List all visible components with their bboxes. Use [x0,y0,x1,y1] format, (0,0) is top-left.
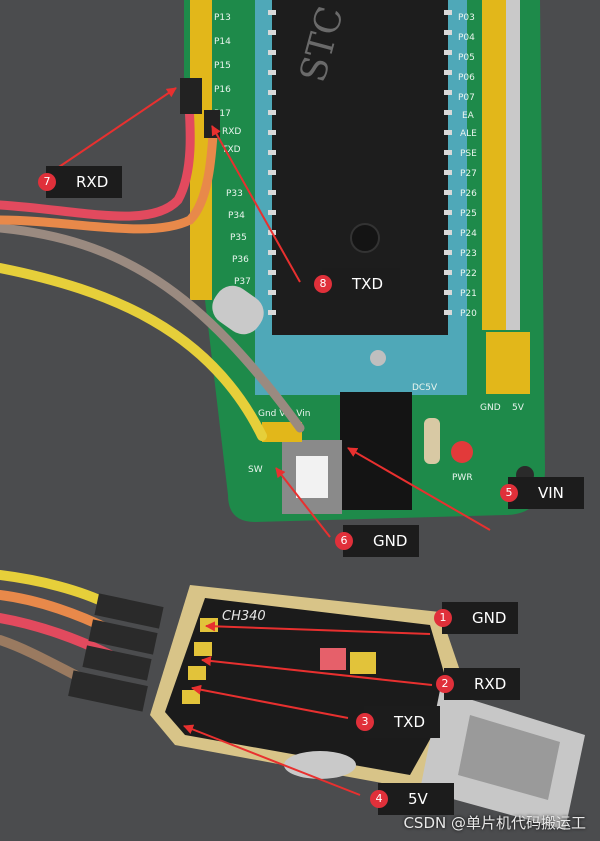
arrow-2 [201,656,433,686]
pin-label-right-15: P20 [460,309,477,319]
jumper-wires-top [0,78,305,441]
callout-badge-1: 1 [434,609,452,627]
callout-text-2: RXD [474,675,507,693]
pin-label-right-0: P03 [458,13,475,23]
pin-label-right-13: P22 [460,269,477,279]
pin-label-left-5: RXD [222,127,241,137]
mcu-board: STC P13 P14 P15 P16 P17 RXD TXD P33 P34 … [184,0,545,522]
board-dc5v-label: DC5V [412,383,438,393]
callout-3-txd: 3 TXD [356,706,440,738]
dupont-connector-txd [204,110,220,138]
pin-label-left-2: P15 [214,61,231,71]
crystal [212,285,264,335]
board-sw-label: SW [248,465,263,475]
watermark: CSDN @单片机代码搬运工 [403,814,586,832]
right-header-pins [482,0,506,330]
pin-label-right-11: P24 [460,229,477,239]
callout-text-4: 5V [408,790,428,808]
arrow-5 [347,447,491,531]
left-header-pins [190,0,212,300]
arrow-1 [205,621,431,635]
arrow-3 [191,684,349,719]
pin-label-right-1: P04 [458,33,475,43]
resistor [424,418,440,464]
callout-text-1: GND [472,609,507,627]
power-header [486,332,530,394]
pin-label-left-4: P17 [214,109,231,119]
callout-text-6: GND [373,532,408,550]
arrow-7 [49,87,177,174]
callout-badge-8: 8 [314,275,332,293]
board-gnd-label: GND [480,403,501,413]
pin-label-left-3: P16 [214,85,231,95]
callout-text-7: RXD [76,173,109,191]
pin-label-left-10: P36 [232,255,249,265]
adapter-marking: CH340 [222,609,266,624]
callout-badge-7: 7 [38,173,56,191]
pin-label-right-5: EA [462,111,475,121]
pin-label-right-12: P23 [460,249,477,259]
pin-label-left-1: P14 [214,37,231,47]
callout-badge-6: 6 [335,532,353,550]
callout-7-rxd: 7 RXD [38,166,122,198]
dupont-connector-rxd [180,78,202,114]
pin-label-left-8: P34 [228,211,245,221]
board-5v-label: 5V [512,403,525,413]
callout-8-txd: 8 TXD [314,268,400,300]
pin-label-left-9: P35 [230,233,247,243]
pin-label-right-7: PSE [460,149,477,159]
arrow-6 [275,467,331,538]
callout-badge-4: 4 [370,790,388,808]
arrow-8 [211,125,301,283]
callout-badge-2: 2 [436,675,454,693]
pin-label-right-6: ALE [460,129,477,139]
pin-label-left-11: P37 [234,277,251,287]
pin-label-right-10: P25 [460,209,477,219]
pin-label-right-2: P05 [458,53,475,63]
pwr-led [451,441,473,463]
crystal-oscillator [284,751,356,779]
callout-1-gnd: 1 GND [434,602,518,634]
callout-5-vin: 5 VIN [500,477,584,509]
callout-6-gnd: 6 GND [335,525,419,557]
pin-label-left-7: P33 [226,189,243,199]
callout-text-3: TXD [394,713,425,731]
arrow-4 [183,724,361,796]
callout-badge-5: 5 [500,484,518,502]
pin-label-right-3: P06 [458,73,475,83]
callout-text-8: TXD [352,275,383,293]
pin-label-left-0: P13 [214,13,231,23]
board-pwr-label: PWR [452,473,473,483]
callout-text-5: VIN [538,484,564,502]
pin-label-right-4: P07 [458,93,475,103]
pin-label-right-14: P21 [460,289,477,299]
dc-jack [340,392,412,510]
callout-4-5v: 4 5V [370,783,454,815]
pin-label-left-6: TXD [221,145,241,155]
callout-2-rxd: 2 RXD [436,668,520,700]
pin-label-right-8: P27 [460,169,477,179]
pin-label-right-9: P26 [460,189,477,199]
callout-badge-3: 3 [356,713,374,731]
annotation-arrows [49,87,491,796]
